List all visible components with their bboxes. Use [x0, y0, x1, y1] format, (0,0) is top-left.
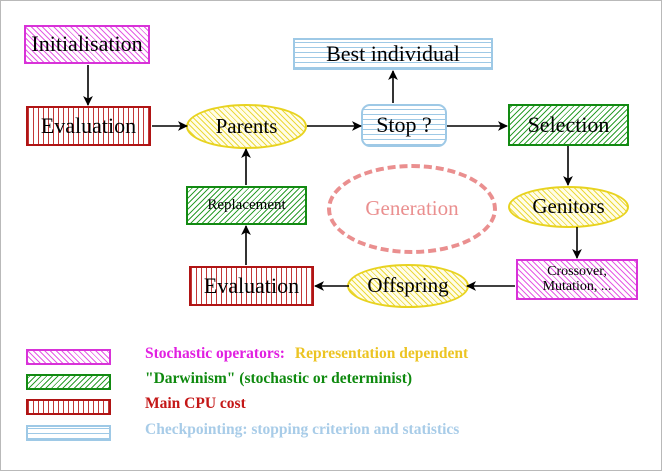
- legend-label-main-cpu-cost-primary: Main CPU cost: [145, 395, 246, 412]
- node-evaluation-bottom[interactable]: Evaluation: [189, 266, 314, 306]
- node-evaluation-top[interactable]: Evaluation: [26, 106, 151, 146]
- node-crossover-mutation-label-line2: Mutation, ...: [542, 278, 612, 294]
- node-selection[interactable]: Selection: [508, 104, 629, 146]
- legend-swatch-red-vertical-hatch: [26, 399, 111, 415]
- node-replacement-label: Replacement: [207, 196, 286, 213]
- legend-label-checkpointing: Checkpointing: stopping criterion and st…: [145, 421, 459, 439]
- legend-label-darwinism-primary: "Darwinism" (stochastic or determinist): [145, 370, 413, 387]
- legend-label-darwinism: "Darwinism" (stochastic or determinist): [145, 370, 412, 388]
- node-evaluation-top-label: Evaluation: [40, 112, 137, 138]
- legend-label-stochastic-operators: Stochastic operators: Representation depe…: [145, 345, 468, 363]
- node-replacement[interactable]: Replacement: [186, 186, 307, 225]
- node-initialisation-label: Initialisation: [31, 31, 143, 57]
- node-genitors-label: Genitors: [532, 194, 605, 219]
- node-evaluation-bottom-label: Evaluation: [203, 272, 300, 298]
- node-offspring[interactable]: Offspring: [347, 264, 469, 308]
- node-stop[interactable]: Stop ?: [361, 104, 447, 147]
- legend-label-stochastic-operators-secondary: Representation dependent: [294, 345, 469, 362]
- node-best-individual-label: Best individual: [326, 40, 460, 66]
- node-parents[interactable]: Parents: [186, 104, 307, 149]
- node-best-individual[interactable]: Best individual: [293, 38, 493, 70]
- legend-swatch-magenta-diagonal-hatch: [26, 349, 111, 365]
- node-stop-label: Stop ?: [376, 112, 432, 138]
- legend-swatch-blue-horizontal-hatch: [26, 425, 111, 441]
- node-initialisation[interactable]: Initialisation: [24, 25, 150, 64]
- legend-label-main-cpu-cost: Main CPU cost: [145, 395, 246, 413]
- legend-label-checkpointing-primary: Checkpointing: stopping criterion and st…: [145, 421, 460, 438]
- node-generation-loop: Generation: [327, 164, 497, 254]
- node-crossover-mutation-label-line1: Crossover,: [547, 264, 607, 280]
- node-selection-label: Selection: [527, 111, 610, 137]
- node-offspring-label: Offspring: [367, 273, 449, 298]
- legend-label-stochastic-operators-primary: Stochastic operators:: [145, 345, 285, 362]
- node-parents-label: Parents: [215, 113, 278, 138]
- legend-swatch-green-diagonal-hatch: [26, 374, 111, 390]
- node-crossover-mutation[interactable]: Crossover, Mutation, ...: [516, 259, 638, 300]
- node-genitors[interactable]: Genitors: [508, 186, 629, 228]
- node-generation-loop-label: Generation: [365, 196, 459, 221]
